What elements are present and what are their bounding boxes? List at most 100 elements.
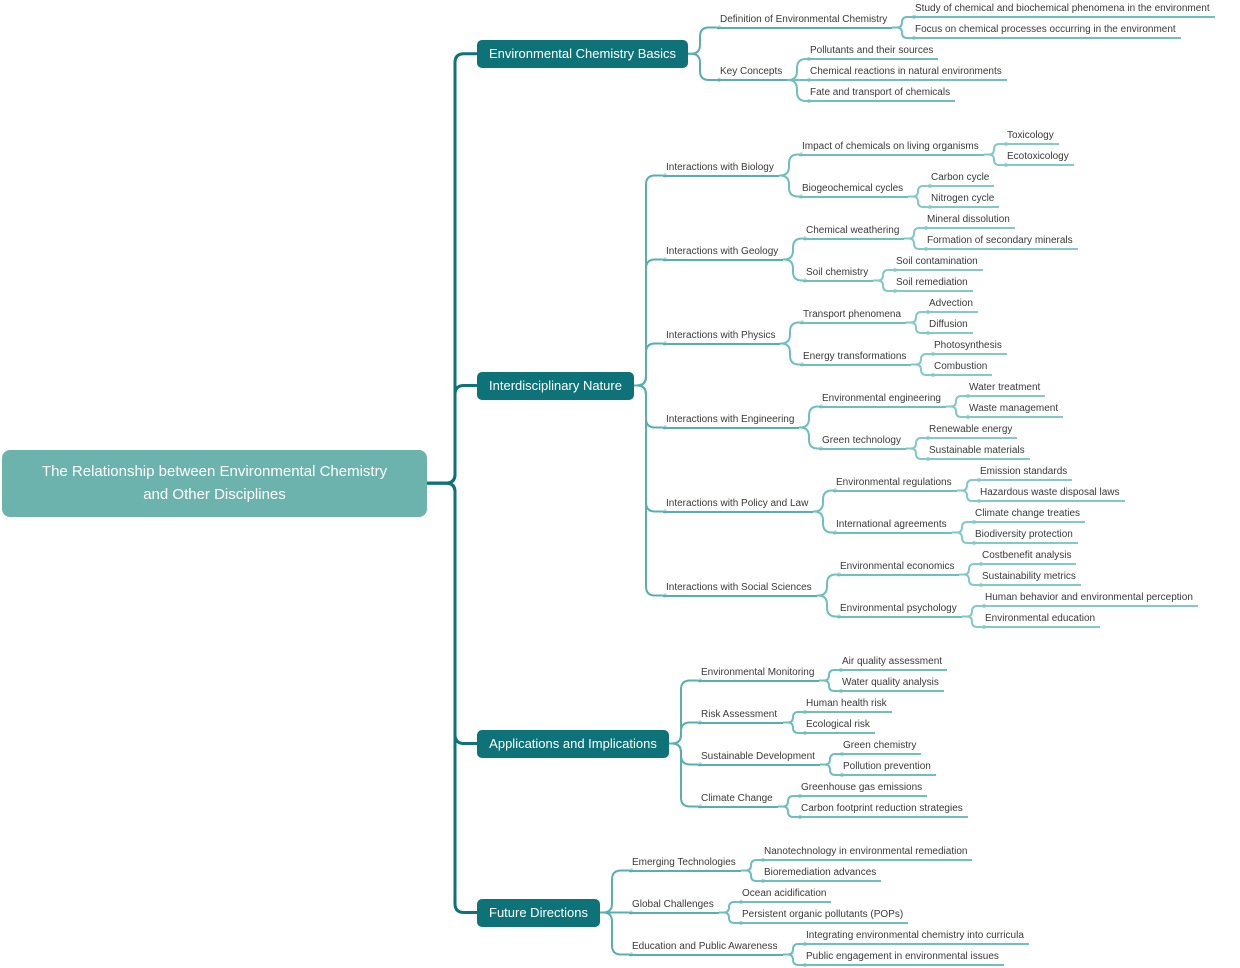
branch-node-future-directions[interactable]: Future Directions	[477, 898, 600, 927]
link-to-soil-contamination	[873, 269, 893, 282]
link-to-education-and-public-awareness	[600, 911, 629, 956]
node-interactions-with-engineering[interactable]: Interactions with Engineering	[663, 412, 799, 429]
link-to-biogeochemical-cycles	[779, 174, 799, 198]
node-climate-change-treaties[interactable]: Climate change treaties	[972, 506, 1085, 523]
node-key-concepts[interactable]: Key Concepts	[717, 64, 787, 81]
node-biogeochemical-cycles[interactable]: Biogeochemical cycles	[799, 181, 908, 198]
node-diffusion[interactable]: Diffusion	[926, 317, 973, 334]
node-climate-change[interactable]: Climate Change	[698, 791, 778, 808]
node-impact-of-chemicals-on-living-organisms[interactable]: Impact of chemicals on living organisms	[799, 139, 984, 156]
node-toxicology[interactable]: Toxicology	[1004, 128, 1059, 145]
node-green-chemistry[interactable]: Green chemistry	[840, 738, 921, 755]
link-to-transport-phenomena	[780, 321, 800, 345]
link-to-carbon-footprint-reduction-strategies	[778, 805, 798, 818]
node-carbon-cycle[interactable]: Carbon cycle	[928, 170, 994, 187]
node-combustion[interactable]: Combustion	[931, 359, 992, 376]
node-environmental-engineering[interactable]: Environmental engineering	[819, 391, 946, 408]
branch-node-applications-and-implications[interactable]: Applications and Implications	[477, 729, 669, 758]
node-chemical-reactions-in-natural-environments[interactable]: Chemical reactions in natural environmen…	[807, 64, 1007, 81]
node-interactions-with-geology[interactable]: Interactions with Geology	[663, 244, 783, 261]
node-environmental-psychology[interactable]: Environmental psychology	[837, 601, 962, 618]
node-waste-management[interactable]: Waste management	[966, 401, 1063, 418]
node-environmental-education[interactable]: Environmental education	[982, 611, 1100, 628]
node-interactions-with-policy-and-law[interactable]: Interactions with Policy and Law	[663, 496, 813, 513]
node-education-and-public-awareness[interactable]: Education and Public Awareness	[629, 939, 783, 956]
node-advection[interactable]: Advection	[926, 296, 978, 313]
node-transport-phenomena[interactable]: Transport phenomena	[800, 307, 906, 324]
node-interactions-with-social-sciences[interactable]: Interactions with Social Sciences	[663, 580, 817, 597]
node-focus-on-chemical-processes-occurring-in-the-environment[interactable]: Focus on chemical processes occurring in…	[912, 22, 1181, 39]
node-water-quality-analysis[interactable]: Water quality analysis	[839, 675, 944, 692]
node-risk-assessment[interactable]: Risk Assessment	[698, 707, 783, 724]
node-environmental-economics[interactable]: Environmental economics	[837, 559, 959, 576]
node-sustainable-materials[interactable]: Sustainable materials	[926, 443, 1030, 460]
link-to-emission-standards	[957, 479, 977, 492]
node-interactions-with-physics[interactable]: Interactions with Physics	[663, 328, 780, 345]
node-chemical-weathering[interactable]: Chemical weathering	[803, 223, 904, 240]
node-persistent-organic-pollutants-pops[interactable]: Persistent organic pollutants (POPs)	[739, 907, 908, 924]
link-to-interactions-with-engineering	[634, 384, 663, 429]
node-human-behavior-and-environmental-perception[interactable]: Human behavior and environmental percept…	[982, 590, 1198, 607]
node-soil-contamination[interactable]: Soil contamination	[893, 254, 983, 271]
node-hazardous-waste-disposal-laws[interactable]: Hazardous waste disposal laws	[977, 485, 1125, 502]
node-green-technology[interactable]: Green technology	[819, 433, 906, 450]
link-to-sustainable-materials	[906, 447, 926, 460]
node-emission-standards[interactable]: Emission standards	[977, 464, 1072, 481]
link-to-soil-chemistry	[783, 258, 803, 282]
node-bioremediation-advances[interactable]: Bioremediation advances	[761, 865, 881, 882]
node-emerging-technologies[interactable]: Emerging Technologies	[629, 855, 741, 872]
link-to-impact-of-chemicals-on-living-organisms	[779, 153, 799, 177]
node-ecotoxicology[interactable]: Ecotoxicology	[1004, 149, 1074, 166]
node-fate-and-transport-of-chemicals[interactable]: Fate and transport of chemicals	[807, 85, 955, 102]
node-pollutants-and-their-sources[interactable]: Pollutants and their sources	[807, 43, 938, 60]
node-environmental-monitoring[interactable]: Environmental Monitoring	[698, 665, 819, 682]
branch-node-interdisciplinary-nature[interactable]: Interdisciplinary Nature	[477, 371, 634, 400]
branch-node-environmental-chemistry-basics[interactable]: Environmental Chemistry Basics	[477, 39, 688, 68]
link-to-interactions-with-social-sciences	[634, 384, 663, 597]
node-biodiversity-protection[interactable]: Biodiversity protection	[972, 527, 1078, 544]
link-to-study-of-chemical-and-biochemical-phenomena-in-the-environment	[892, 16, 912, 29]
node-renewable-energy[interactable]: Renewable energy	[926, 422, 1017, 439]
node-costbenefit-analysis[interactable]: Costbenefit analysis	[979, 548, 1076, 565]
node-sustainability-metrics[interactable]: Sustainability metrics	[979, 569, 1081, 586]
link-to-hazardous-waste-disposal-laws	[957, 489, 977, 502]
node-air-quality-assessment[interactable]: Air quality assessment	[839, 654, 947, 671]
link-to-carbon-cycle	[908, 185, 928, 198]
node-carbon-footprint-reduction-strategies[interactable]: Carbon footprint reduction strategies	[798, 801, 968, 818]
node-photosynthesis[interactable]: Photosynthesis	[931, 338, 1007, 355]
node-ecological-risk[interactable]: Ecological risk	[803, 717, 875, 734]
node-human-health-risk[interactable]: Human health risk	[803, 696, 892, 713]
link-to-interactions-with-physics	[634, 342, 663, 387]
link-to-advection	[906, 311, 926, 324]
link-to-environmental-economics	[817, 573, 837, 597]
node-nitrogen-cycle[interactable]: Nitrogen cycle	[928, 191, 999, 208]
node-study-of-chemical-and-biochemical-phenomena-in-the-environment[interactable]: Study of chemical and biochemical phenom…	[912, 1, 1215, 18]
node-formation-of-secondary-minerals[interactable]: Formation of secondary minerals	[924, 233, 1078, 250]
link-to-nanotechnology-in-environmental-remediation	[741, 859, 761, 872]
node-energy-transformations[interactable]: Energy transformations	[800, 349, 911, 366]
node-environmental-regulations[interactable]: Environmental regulations	[833, 475, 957, 492]
node-soil-remediation[interactable]: Soil remediation	[893, 275, 973, 292]
link-to-integrating-environmental-chemistry-into-curricula	[783, 943, 803, 956]
link-to-photosynthesis	[911, 353, 931, 366]
node-definition-of-environmental-chemistry[interactable]: Definition of Environmental Chemistry	[717, 12, 892, 29]
node-integrating-environmental-chemistry-into-curricula[interactable]: Integrating environmental chemistry into…	[803, 928, 1029, 945]
node-mineral-dissolution[interactable]: Mineral dissolution	[924, 212, 1015, 229]
link-to-sustainable-development	[669, 742, 698, 766]
node-water-treatment[interactable]: Water treatment	[966, 380, 1045, 397]
link-to-focus-on-chemical-processes-occurring-in-the-environment	[892, 26, 912, 39]
node-greenhouse-gas-emissions[interactable]: Greenhouse gas emissions	[798, 780, 927, 797]
node-pollution-prevention[interactable]: Pollution prevention	[840, 759, 936, 776]
link-to-key-concepts	[688, 52, 717, 81]
node-ocean-acidification[interactable]: Ocean acidification	[739, 886, 831, 903]
node-nanotechnology-in-environmental-remediation[interactable]: Nanotechnology in environmental remediat…	[761, 844, 972, 861]
node-soil-chemistry[interactable]: Soil chemistry	[803, 265, 873, 282]
link-to-fate-and-transport-of-chemicals	[787, 79, 807, 102]
node-interactions-with-biology[interactable]: Interactions with Biology	[663, 160, 779, 177]
node-global-challenges[interactable]: Global Challenges	[629, 897, 719, 914]
node-international-agreements[interactable]: International agreements	[833, 517, 952, 534]
root-node-the-relationship-between-environmental-chemistry-and-other-disciplines[interactable]: The Relationship between Environmental C…	[2, 449, 427, 517]
node-public-engagement-in-environmental-issues[interactable]: Public engagement in environmental issue…	[803, 949, 1004, 966]
link-to-public-engagement-in-environmental-issues	[783, 953, 803, 966]
node-sustainable-development[interactable]: Sustainable Development	[698, 749, 820, 766]
